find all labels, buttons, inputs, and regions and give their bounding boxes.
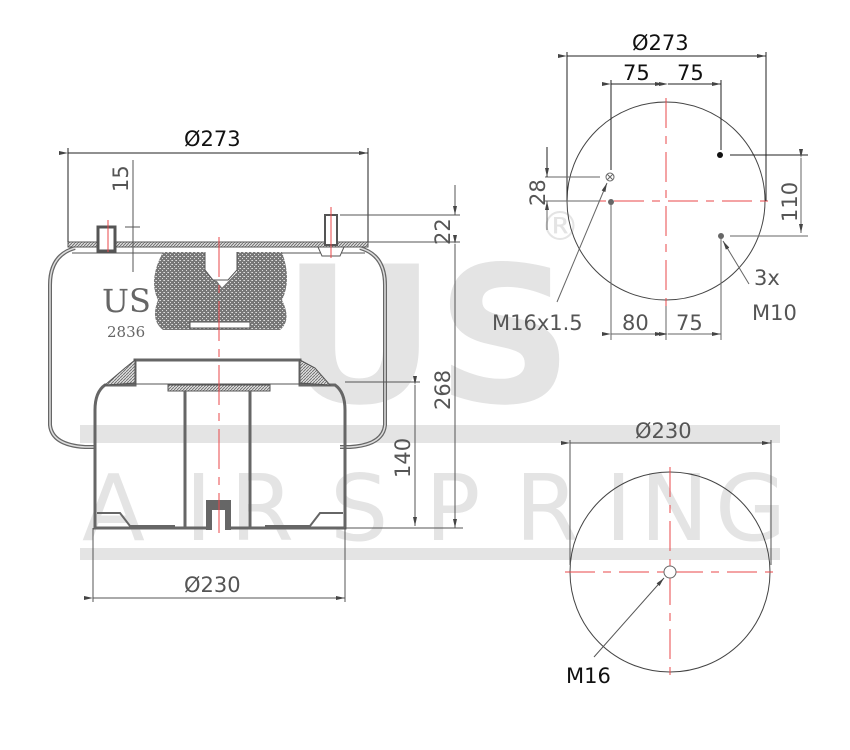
top-plate [67, 241, 369, 248]
svg-text:P: P [425, 455, 480, 562]
center-thread-leader [593, 577, 665, 658]
air-inlet-fitting [96, 225, 117, 253]
bumper-left [154, 252, 230, 330]
model-brand-label: US [102, 282, 151, 320]
bottom-view: Ø230 M16 [561, 419, 778, 688]
svg-text:A: A [82, 455, 145, 562]
watermark-bar-top [80, 425, 780, 443]
dim-stud-offset-h: 75 [676, 311, 703, 335]
stud-count-label: 3x [754, 266, 780, 290]
bellows-left [48, 246, 95, 449]
bumper-right [212, 252, 287, 330]
dim-air-inlet-offset-v: 28 [526, 179, 550, 206]
dim-stud-height: 22 [431, 218, 455, 245]
watermark-brand-text: A I R S P R I N G [82, 455, 786, 562]
air-inlet-thread-label: M16x1.5 [492, 311, 583, 335]
svg-text:S: S [330, 455, 388, 562]
svg-text:G: G [715, 455, 786, 562]
svg-text:N: N [640, 455, 709, 562]
dim-piston-height: 140 [391, 438, 415, 478]
stud-hole-top-right [717, 152, 723, 158]
dim-stud-vertical-spacing: 110 [778, 182, 802, 222]
dim-bottom-view-diameter: Ø230 [635, 419, 692, 443]
dim-top-view-diameter: Ø273 [632, 31, 689, 55]
dim-stud-spacing-left: 75 [623, 61, 650, 85]
center-thread-label: M16 [566, 664, 611, 688]
stud-thread-label: M10 [752, 301, 797, 325]
watermark-registered: ® [540, 204, 580, 250]
dim-bottom-diameter: Ø230 [184, 573, 241, 597]
watermark-bar-bottom [80, 548, 780, 560]
svg-text:R: R [230, 455, 294, 562]
dim-stud-spacing-right: 75 [677, 61, 704, 85]
side-view: US 2836 Ø273 15 22 268 [48, 127, 463, 602]
svg-text:I: I [605, 455, 632, 562]
dim-top-diameter: Ø273 [184, 127, 241, 151]
dim-stud-offset: 15 [109, 165, 133, 192]
dim-overall-height: 268 [431, 370, 455, 410]
model-number-label: 2836 [107, 323, 145, 341]
svg-text:R: R [515, 455, 579, 562]
dim-air-inlet-offset-h: 80 [622, 311, 649, 335]
watermark-logo: US [282, 226, 573, 447]
watermark: US ® A I R S P R I N G [80, 204, 786, 562]
stud-leader [722, 240, 750, 285]
center-thread-hole [663, 565, 677, 579]
air-inlet-leader [556, 182, 608, 303]
top-view: Ø273 75 75 28 110 80 75 M16x1.5 3x M10 [492, 31, 808, 340]
